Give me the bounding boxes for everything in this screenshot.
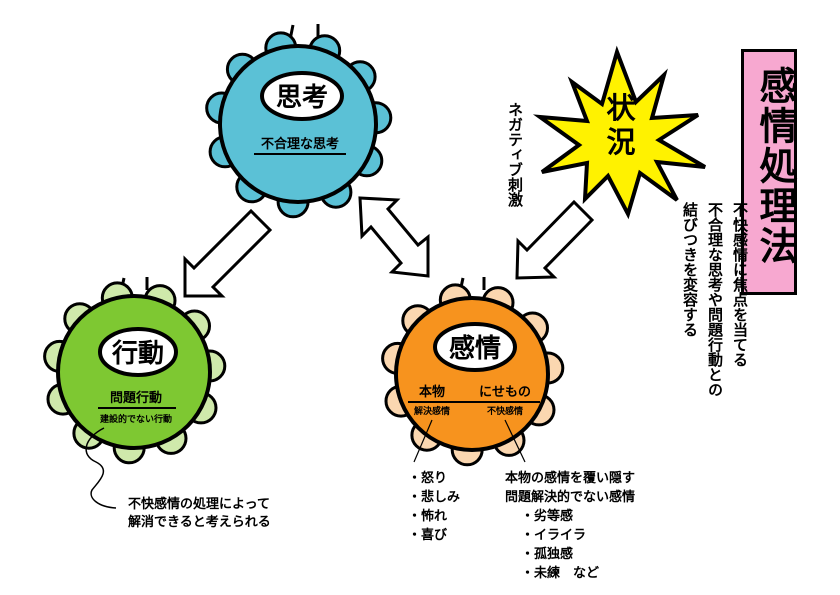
behavior-node: 行動 問題行動 建設的でない行動: [43, 277, 227, 465]
emotion-sublabel-fake: 不快感情: [487, 405, 523, 417]
list-item: ・孤独感: [521, 547, 574, 562]
behavior-title: 行動: [111, 338, 164, 369]
behavior-label: 問題行動: [110, 390, 162, 406]
list-item: ・怖れ: [408, 509, 448, 524]
emotion-title-bubble: [433, 322, 517, 372]
situation-burst: 状況: [532, 45, 707, 220]
behavior-sublabel: 建設的でない行動: [100, 413, 172, 425]
emotion-node: 感情 本物 にせもの 解決感情 不快感情: [381, 277, 565, 467]
list-item: ・怒り: [408, 471, 448, 486]
emotion-label-fake: にせもの: [479, 385, 531, 400]
behavior-note: 不快感情の処理によって 解消できると考えられる: [128, 496, 271, 532]
subtitle-line-2: 不合理な思考や問題行動との: [706, 202, 724, 397]
true-emotion-connector: [413, 419, 433, 463]
fake-emotion-connector: [504, 419, 526, 463]
title-text: 感情処理法: [753, 66, 797, 266]
emotion-circle: [394, 296, 550, 452]
subtitle-line-3: 結びつきを変容する: [681, 202, 699, 337]
list-item: ・悲しみ: [408, 490, 461, 505]
subtitle-line-1: 不快感情に焦点を当てる: [731, 202, 749, 367]
emotion-title: 感情: [449, 334, 501, 364]
list-item: ・喜び: [408, 528, 448, 543]
thought-title-bubble: [260, 71, 344, 121]
fake-emotion-block: 本物の感情を覆い隠す 問題解決的でない感情 ・劣等感 ・イライラ ・孤独感 ・未…: [505, 469, 635, 583]
thought-label: 不合理な思考: [261, 136, 339, 152]
behavior-note-connector: [85, 427, 117, 509]
situation-burst-shape: [532, 45, 707, 220]
title-box: 感情処理法: [741, 49, 797, 295]
fake-emotion-heading-1: 本物の感情を覆い隠す: [505, 471, 636, 486]
behavior-note-line-1: 不快感情の処理によって: [128, 497, 270, 512]
emotion-sublabel-true: 解決感情: [414, 405, 450, 417]
true-emotion-list: ・怒り ・悲しみ ・怖れ ・喜び: [408, 469, 460, 545]
thought-node: 思考 不合理な思考: [205, 24, 393, 219]
arrow-thought-emotion-double: [358, 196, 430, 278]
situation-label: 状況: [606, 91, 636, 159]
behavior-note-line-2: 解消できると考えられる: [128, 515, 271, 530]
thought-title: 思考: [276, 83, 328, 113]
fake-emotion-heading-2: 問題解決的でない感情: [505, 490, 636, 505]
list-item: ・劣等感: [521, 509, 574, 524]
list-item: ・未練 など: [521, 566, 600, 581]
arrow-situation-to-emotion: [515, 199, 595, 280]
list-item: ・イライラ: [521, 528, 587, 543]
behavior-title-bubble: [98, 327, 178, 377]
stimulus-label: ネガティブ刺激: [506, 102, 524, 207]
emotion-label-true: 本物: [419, 384, 445, 400]
subtitle: 不快感情に焦点を当てる 不合理な思考や問題行動との 結びつきを変容する: [676, 202, 751, 397]
thought-circle: [218, 44, 378, 204]
arrow-thought-to-behavior: [183, 208, 273, 298]
